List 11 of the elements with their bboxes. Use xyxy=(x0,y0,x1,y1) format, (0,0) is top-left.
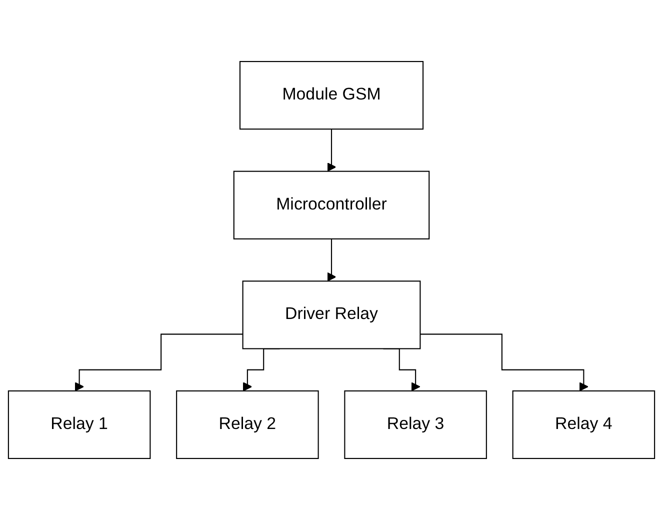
node-box: Microcontroller xyxy=(233,170,430,240)
arrow xyxy=(74,334,243,392)
node-box: Relay 4 xyxy=(512,390,656,459)
arrow xyxy=(326,128,336,172)
arrow xyxy=(326,238,336,282)
node-box: Relay 2 xyxy=(176,390,319,459)
node-box: Driver Relay xyxy=(242,280,421,350)
node-box: Relay 3 xyxy=(344,390,487,459)
node-box: Relay 1 xyxy=(8,390,151,459)
node-box: Module GSM xyxy=(239,61,424,130)
arrow xyxy=(420,334,588,392)
